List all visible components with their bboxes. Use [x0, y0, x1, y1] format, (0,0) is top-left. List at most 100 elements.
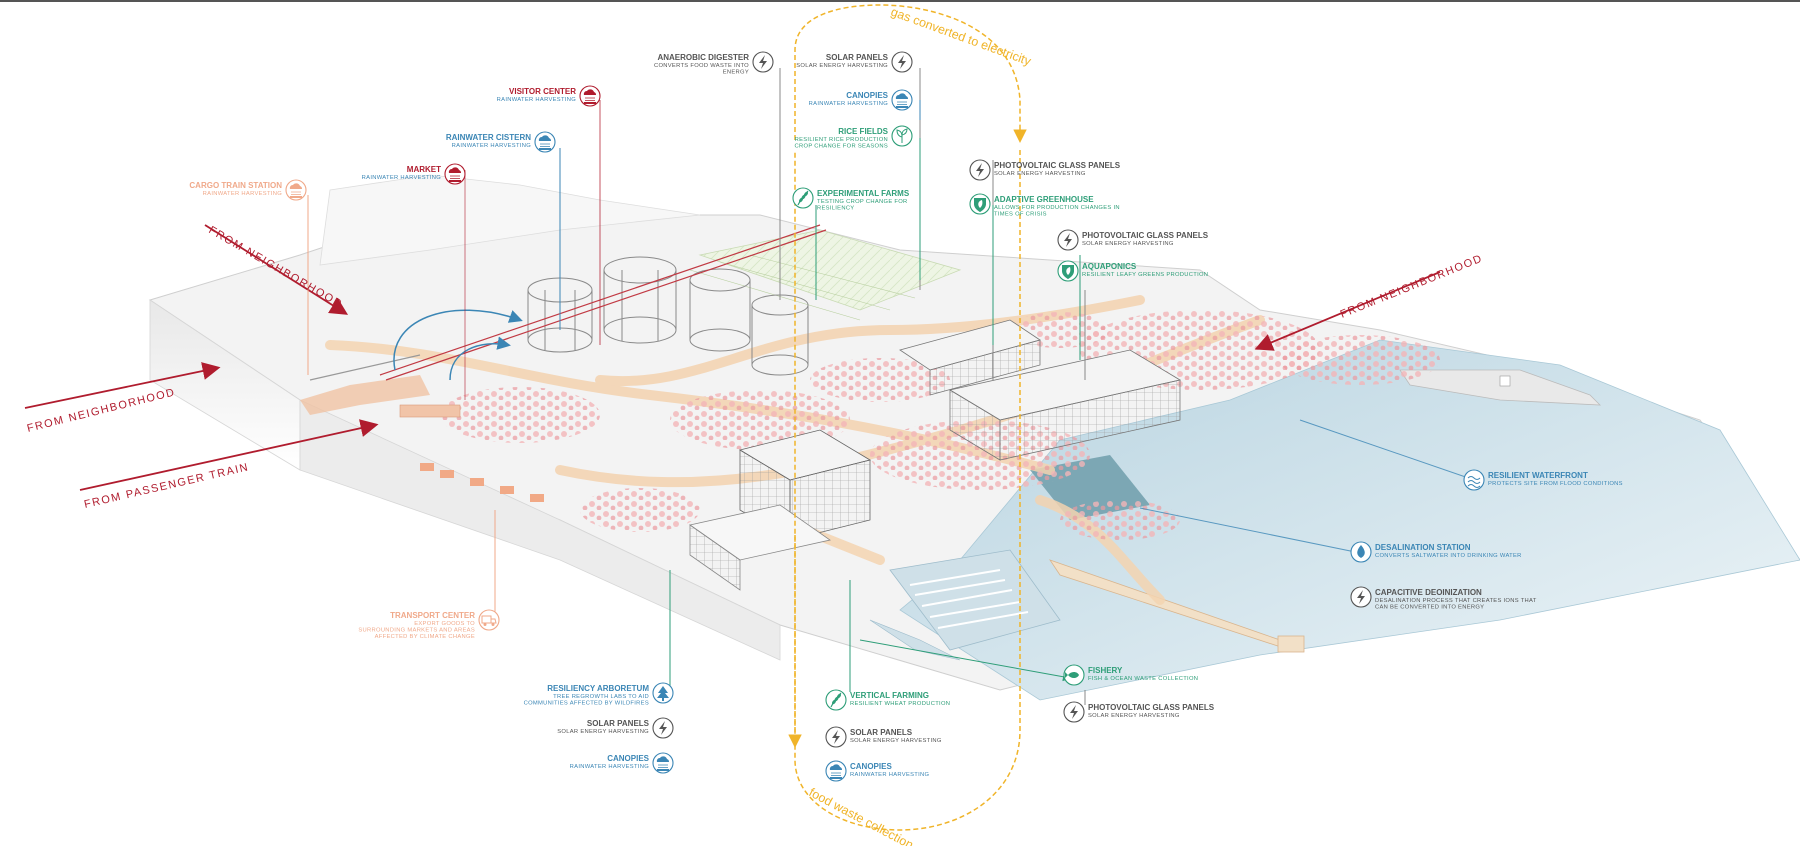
- callout-subtitle: SOLAR ENERGY HARVESTING: [994, 171, 1086, 177]
- top-rule: [0, 0, 1800, 2]
- rain-cloud-icon: [656, 756, 670, 771]
- callout-title: RAINWATER CISTERN: [446, 133, 531, 142]
- callout-title: PHOTOVOLTAIC GLASS PANELS: [1082, 231, 1209, 240]
- callout-subtitle: RAINWATER HARVESTING: [570, 764, 650, 770]
- callout-title: CANOPIES: [846, 91, 888, 100]
- callout-title: VISITOR CENTER: [509, 87, 576, 96]
- lightning-icon: [976, 163, 984, 177]
- callout-title: AQUAPONICS: [1082, 262, 1137, 271]
- fish-icon: [1065, 672, 1079, 678]
- lightning-icon: [1070, 705, 1078, 719]
- inflow-arrows: [24, 224, 1441, 491]
- callout-subtitle: RESILIENT LEAFY GREENS PRODUCTION: [1082, 272, 1208, 278]
- rain-cloud-icon: [289, 183, 303, 198]
- callout-subtitle: SOLAR ENERGY HARVESTING: [850, 738, 942, 744]
- callout-subtitle: CONVERTS FOOD WASTE INTO: [654, 63, 749, 69]
- flow-label-neighborhood-ne: FROM NEIGHBORHOOD: [1339, 252, 1485, 320]
- callout-title: RICE FIELDS: [838, 127, 888, 136]
- callout-title: SOLAR PANELS: [850, 728, 913, 737]
- callout-subtitle: TREE REGROWTH LABS TO AID: [553, 694, 649, 700]
- callout-subtitle: PROTECTS SITE FROM FLOOD CONDITIONS: [1488, 481, 1623, 487]
- leader-lines: [307, 68, 1484, 705]
- callout-subtitle: RESILIENT WHEAT PRODUCTION: [850, 701, 950, 707]
- sprout-icon: [896, 128, 908, 143]
- callout-subtitle: RAINWATER HARVESTING: [452, 143, 532, 149]
- callout-title: CANOPIES: [850, 762, 892, 771]
- rain-cloud-icon: [538, 135, 552, 150]
- callout-subtitle: SOLAR ENERGY HARVESTING: [1082, 241, 1174, 247]
- callout-title: CARGO TRAIN STATION: [189, 181, 282, 190]
- rain-cloud-icon: [829, 764, 843, 779]
- callout-subtitle: SOLAR ENERGY HARVESTING: [557, 729, 649, 735]
- flow-label-passenger-train: FROM PASSENGER TRAIN: [83, 461, 250, 511]
- leaf-shield-icon: [974, 198, 986, 212]
- callout-subtitle: SURROUNDING MARKETS AND AREAS: [358, 628, 475, 634]
- callout-title: SOLAR PANELS: [826, 53, 889, 62]
- callout-subtitle: CAN BE CONVERTED INTO ENERGY: [1375, 605, 1484, 611]
- callout-subtitle: SOLAR ENERGY HARVESTING: [1088, 713, 1180, 719]
- callout-title: SOLAR PANELS: [587, 719, 650, 728]
- breakwater: [1399, 369, 1602, 406]
- callout-subtitle: RESILIENCY: [817, 206, 854, 212]
- callout-subtitle: FISH & OCEAN WASTE COLLECTION: [1088, 676, 1198, 682]
- truck-icon: [481, 615, 497, 626]
- callout-title: CANOPIES: [607, 754, 649, 763]
- marina: [869, 549, 1061, 661]
- callout-subtitle: RAINWATER HARVESTING: [362, 175, 442, 181]
- lightning-icon: [898, 55, 906, 69]
- callout-title: ADAPTIVE GREENHOUSE: [994, 195, 1094, 204]
- callout-subtitle: DESALINATION PROCESS THAT CREATES IONS T…: [1375, 598, 1537, 604]
- callout-title: PHOTOVOLTAIC GLASS PANELS: [1088, 703, 1215, 712]
- callout-subtitle: TESTING CROP CHANGE FOR: [817, 199, 908, 205]
- callout-title: PHOTOVOLTAIC GLASS PANELS: [994, 161, 1121, 170]
- callout-subtitle: RAINWATER HARVESTING: [809, 101, 889, 107]
- buildings: [300, 319, 1182, 591]
- callout-subtitle: CONVERTS SALTWATER INTO DRINKING WATER: [1375, 553, 1522, 559]
- wheat-icon: [830, 692, 842, 708]
- callout-subtitle: ALLOWS FOR PRODUCTION CHANGES IN: [994, 205, 1120, 211]
- flow-label-neighborhood-w: FROM NEIGHBORHOOD: [26, 386, 177, 435]
- callout-subtitle: RAINWATER HARVESTING: [850, 772, 930, 778]
- callout-subtitle: RAINWATER HARVESTING: [203, 191, 283, 197]
- lightning-icon: [832, 730, 840, 744]
- callout-subtitle: EXPORT GOODS TO: [414, 621, 475, 627]
- loop-label-food-waste: food waste collection: [807, 785, 916, 846]
- callout-title: EXPERIMENTAL FARMS: [817, 189, 910, 198]
- tree-icon: [657, 686, 669, 701]
- leaf-shield-icon: [1062, 265, 1074, 279]
- callout-title: MARKET: [407, 165, 441, 174]
- callout-subtitle: AFFECTED BY CLIMATE CHANGE: [375, 634, 475, 640]
- rain-cloud-icon: [448, 167, 462, 182]
- rain-cloud-icon: [895, 93, 909, 108]
- lightning-icon: [1064, 233, 1072, 247]
- gasholders: [527, 256, 809, 376]
- callout-title: FISHERY: [1088, 666, 1123, 675]
- lightning-icon: [659, 721, 667, 735]
- energy-loop: [788, 4, 1027, 831]
- callout-subtitle: SOLAR ENERGY HARVESTING: [796, 63, 888, 69]
- callout-title: TRANSPORT CENTER: [390, 611, 475, 620]
